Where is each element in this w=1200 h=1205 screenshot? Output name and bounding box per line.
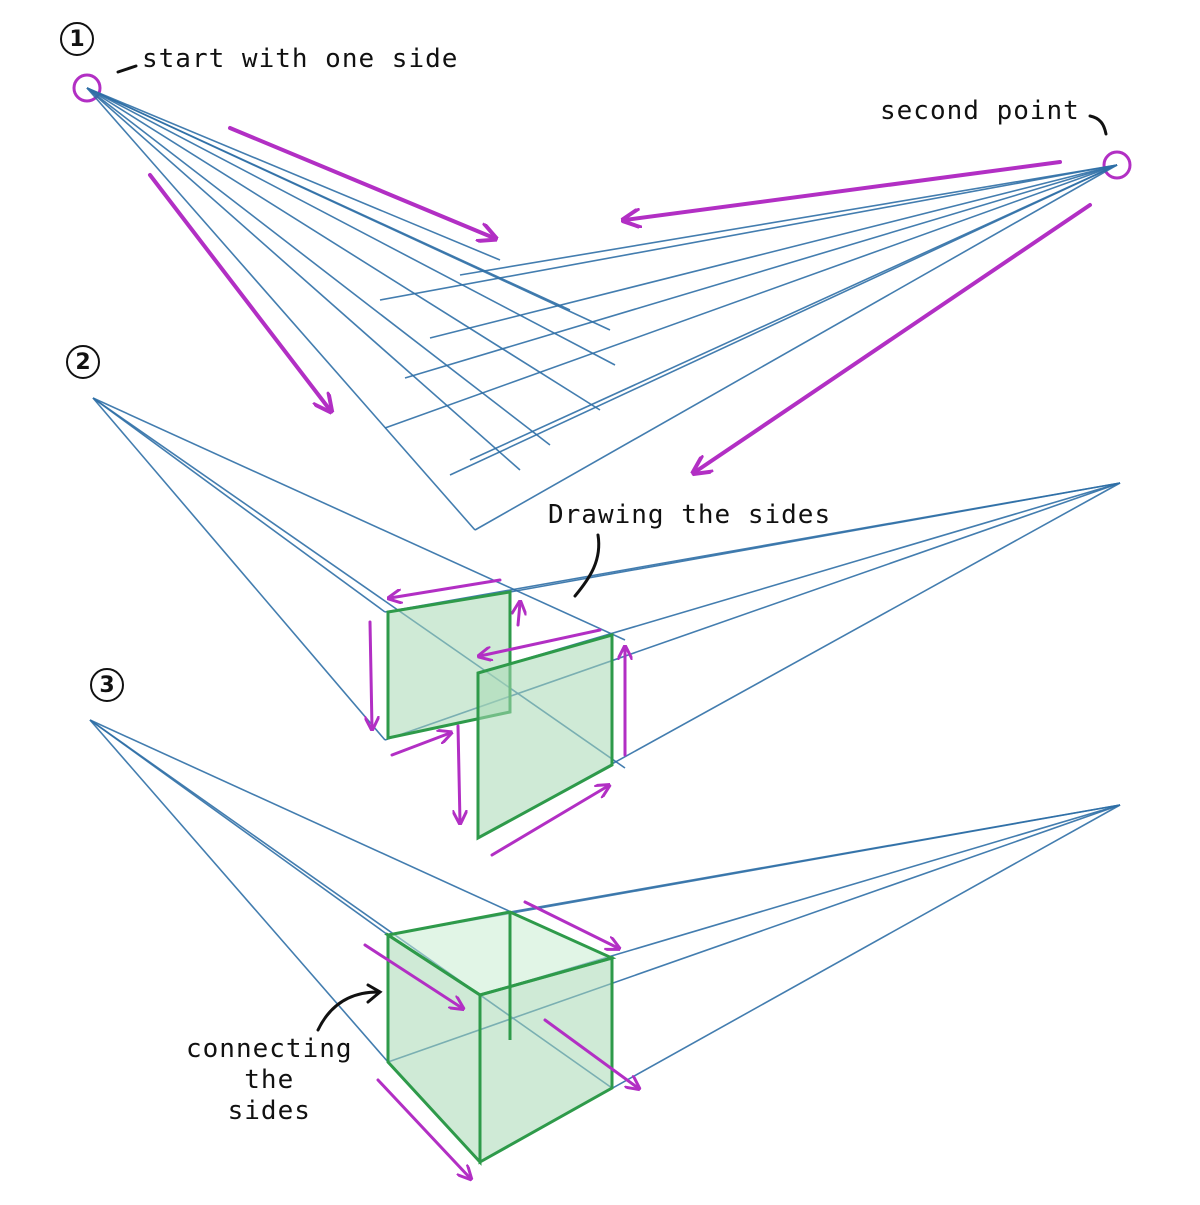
step2-right-side-face [476,633,614,841]
step-1-number: 1 [60,22,94,56]
second-label-leader [1088,114,1108,136]
step1-group [72,73,1132,531]
start-with-one-side-label: start with one side [142,44,459,74]
drawing-sides-pointer [573,533,601,598]
connecting-the-sides-label: connecting the sides [186,1034,353,1126]
step2-perspective-lines [92,397,1121,839]
drawing-the-sides-label: Drawing the sides [548,500,832,530]
connecting-sides-pointer [316,990,380,1032]
start-label-leader [116,64,138,74]
step1-right-perspective-lines [379,164,1118,531]
step3-right-face [478,956,614,1165]
step-3-number: 3 [90,668,124,702]
step1-left-perspective-lines [86,87,616,531]
step2-group [92,397,1121,857]
step3-arrows [363,900,638,1178]
connecting-sides-pointer-head [366,983,383,1004]
vanishing-point-right-marker [1102,150,1132,180]
step3-group [89,719,1121,1178]
second-point-label: second point [880,96,1080,126]
step-2-number: 2 [66,345,100,379]
step2-arrows [370,578,625,857]
vanishing-point-left-marker [72,73,102,103]
step1-arrows [148,126,1092,472]
